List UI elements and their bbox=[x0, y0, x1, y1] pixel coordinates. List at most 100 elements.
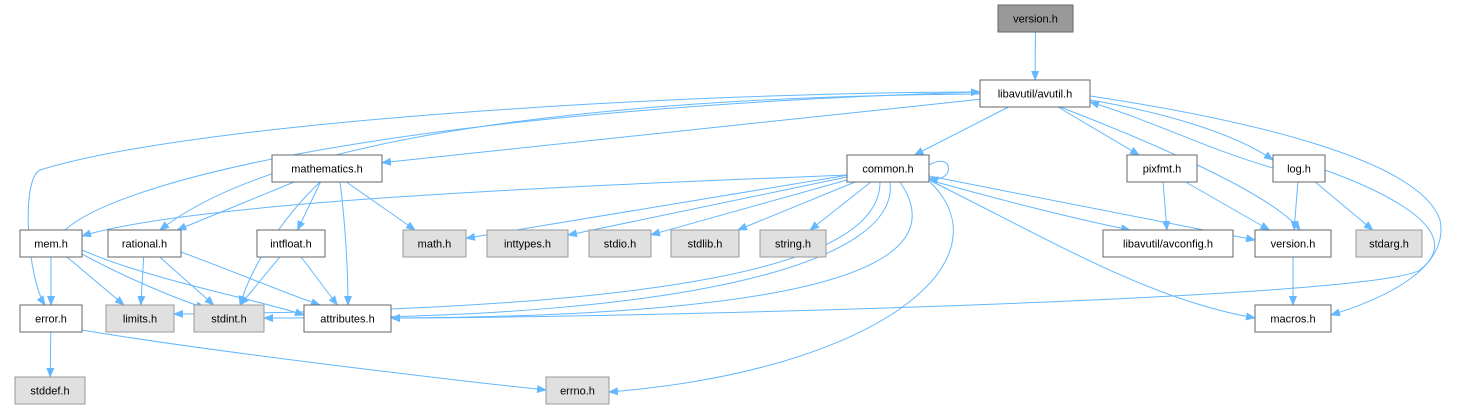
node-box-rational bbox=[107, 229, 182, 258]
edge-common-to-stdio bbox=[650, 179, 848, 237]
node-macros[interactable]: macros.h bbox=[1254, 304, 1332, 333]
node-box-errno bbox=[545, 376, 610, 405]
node-label-version: version.h bbox=[1271, 239, 1316, 251]
node-box-macros bbox=[1254, 304, 1332, 333]
edge-rational-to-limits bbox=[137, 256, 146, 306]
edge-avutil-to-log bbox=[1089, 99, 1274, 161]
node-label-mem: mem.h bbox=[34, 239, 68, 251]
node-error[interactable]: error.h bbox=[19, 304, 83, 333]
edge-mem-to-avutil bbox=[64, 88, 981, 231]
node-box-inttypes bbox=[486, 229, 569, 258]
node-label-inttypes: inttypes.h bbox=[504, 239, 551, 251]
edge-common-to-inttypes bbox=[567, 176, 848, 238]
nodes-layer: version.h libavutil/avutil.h mathematics.h… bbox=[14, 4, 1423, 405]
edge-log-to-stdarg bbox=[1314, 181, 1374, 231]
edge-log-to-version bbox=[1290, 181, 1299, 231]
node-box-version_root bbox=[997, 4, 1074, 33]
edge-common-to-macros bbox=[928, 179, 1256, 321]
edge-common-to-common bbox=[928, 160, 949, 185]
node-label-error: error.h bbox=[35, 314, 67, 326]
node-stdlib: stdlib.h bbox=[670, 229, 740, 258]
edge-log-to-attributes bbox=[390, 169, 1436, 322]
edge-rational-to-stdint bbox=[159, 256, 215, 306]
edge-common-to-errno bbox=[608, 181, 954, 396]
node-box-limits bbox=[105, 304, 175, 333]
edge-mathematics-to-attributes bbox=[339, 181, 352, 306]
node-box-stddef bbox=[14, 376, 86, 405]
node-label-stdarg: stdarg.h bbox=[1369, 239, 1409, 251]
edge-mathematics-to-rational bbox=[176, 181, 295, 231]
node-label-version_root: version.h bbox=[1013, 14, 1058, 26]
edge-rational-to-attributes bbox=[180, 251, 321, 306]
node-rational[interactable]: rational.h bbox=[107, 229, 182, 258]
node-label-stdio: stdio.h bbox=[604, 239, 636, 251]
node-label-pixfmt: pixfmt.h bbox=[1143, 164, 1182, 176]
node-avconfig[interactable]: libavutil/avconfig.h bbox=[1102, 229, 1234, 258]
node-box-stdint bbox=[193, 304, 265, 333]
node-box-common bbox=[846, 154, 930, 183]
node-label-mathematics: mathematics.h bbox=[291, 164, 363, 176]
node-box-version bbox=[1254, 229, 1332, 258]
node-label-log: log.h bbox=[1287, 164, 1311, 176]
node-box-avutil bbox=[979, 79, 1091, 108]
edge-common-to-mem bbox=[81, 174, 848, 238]
edge-mathematics-to-intfloat bbox=[297, 181, 321, 231]
edge-common-to-attributes bbox=[390, 181, 913, 322]
node-math: math.h bbox=[402, 229, 467, 258]
node-box-avconfig bbox=[1102, 229, 1234, 258]
node-stdarg: stdarg.h bbox=[1355, 229, 1423, 258]
edges-layer bbox=[27, 31, 1442, 396]
node-box-string bbox=[759, 229, 827, 258]
node-pixfmt[interactable]: pixfmt.h bbox=[1126, 154, 1198, 183]
node-intfloat[interactable]: intfloat.h bbox=[256, 229, 326, 258]
edge-mathematics-to-math bbox=[346, 181, 416, 231]
node-avutil[interactable]: libavutil/avutil.h bbox=[979, 79, 1091, 108]
edge-avutil-to-mathematics bbox=[381, 98, 981, 166]
node-attributes[interactable]: attributes.h bbox=[303, 304, 392, 333]
node-mem[interactable]: mem.h bbox=[19, 229, 83, 258]
node-mathematics[interactable]: mathematics.h bbox=[271, 154, 383, 183]
edge-avutil-to-pixfmt bbox=[1057, 106, 1140, 156]
node-errno: errno.h bbox=[545, 376, 610, 405]
node-box-error bbox=[19, 304, 83, 333]
edge-mem-to-limits bbox=[66, 256, 125, 306]
edge-common-to-stdlib bbox=[736, 181, 856, 231]
edge-avutil-to-rational bbox=[159, 93, 981, 231]
node-label-stdlib: stdlib.h bbox=[688, 239, 723, 251]
node-stdint: stdint.h bbox=[193, 304, 265, 333]
edge-common-to-string bbox=[809, 181, 872, 231]
node-label-limits: limits.h bbox=[123, 314, 157, 326]
node-box-intfloat bbox=[256, 229, 326, 258]
edge-common-to-math bbox=[465, 174, 848, 241]
node-common[interactable]: common.h bbox=[846, 154, 930, 183]
node-box-attributes bbox=[303, 304, 392, 333]
node-box-pixfmt bbox=[1126, 154, 1198, 183]
node-limits: limits.h bbox=[105, 304, 175, 333]
edge-pixfmt-to-version bbox=[1185, 181, 1271, 231]
edge-error-to-errno bbox=[81, 329, 547, 394]
node-inttypes: inttypes.h bbox=[486, 229, 569, 258]
node-label-avutil: libavutil/avutil.h bbox=[998, 89, 1073, 101]
edge-avutil-to-macros bbox=[1089, 95, 1442, 317]
node-box-stdlib bbox=[670, 229, 740, 258]
node-box-mathematics bbox=[271, 154, 383, 183]
edge-intfloat-to-stdint bbox=[239, 256, 281, 306]
edge-mem-to-attributes bbox=[81, 249, 305, 316]
node-label-errno: errno.h bbox=[560, 386, 595, 398]
node-stdio: stdio.h bbox=[588, 229, 652, 258]
node-log[interactable]: log.h bbox=[1272, 154, 1326, 183]
node-box-stdio bbox=[588, 229, 652, 258]
node-version_root[interactable]: version.h bbox=[997, 4, 1074, 33]
node-box-stdarg bbox=[1355, 229, 1423, 258]
node-version[interactable]: version.h bbox=[1254, 229, 1332, 258]
node-box-log bbox=[1272, 154, 1326, 183]
node-stddef: stddef.h bbox=[14, 376, 86, 405]
node-label-rational: rational.h bbox=[122, 239, 167, 251]
node-label-common: common.h bbox=[862, 164, 913, 176]
edge-error-to-stddef bbox=[46, 331, 55, 378]
node-label-intfloat: intfloat.h bbox=[270, 239, 312, 251]
edge-avutil-to-error bbox=[27, 91, 981, 306]
node-box-mem bbox=[19, 229, 83, 258]
node-label-avconfig: libavutil/avconfig.h bbox=[1123, 239, 1213, 251]
